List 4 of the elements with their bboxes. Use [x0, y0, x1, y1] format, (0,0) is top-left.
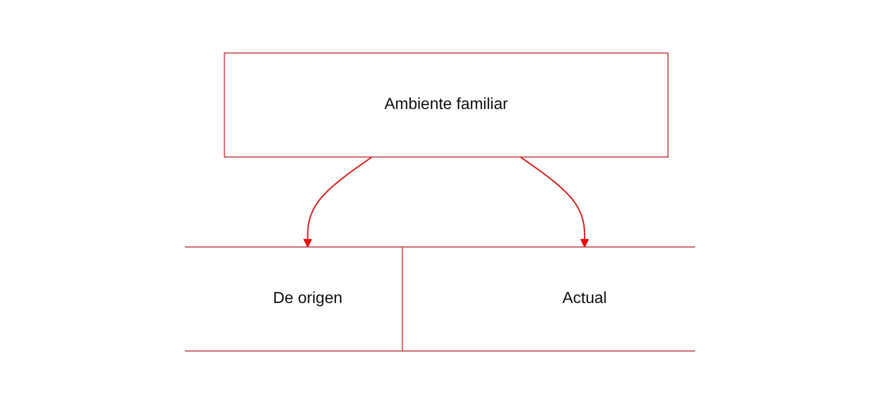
node-box: Actual [402, 246, 695, 351]
arrow [520, 156, 590, 247]
node-box: Ambiente familiar [224, 52, 669, 157]
arrow [303, 156, 372, 247]
